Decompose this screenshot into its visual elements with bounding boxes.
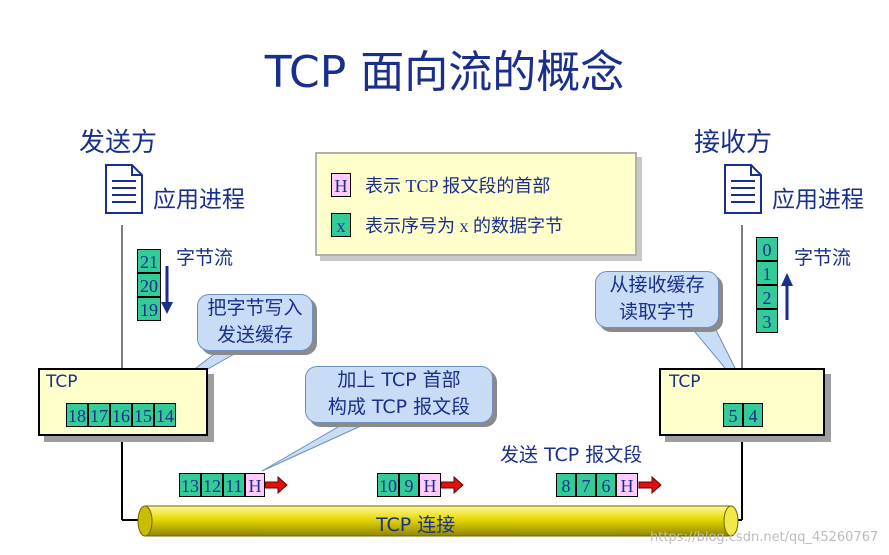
sender-tcp-label: TCP bbox=[46, 372, 78, 392]
bubble-line: 加上 TCP 首部 bbox=[337, 369, 461, 391]
receiver-recv-buffer: 5 4 bbox=[723, 403, 763, 427]
legend-byte-text: 表示序号为 x 的数据字节 bbox=[365, 216, 563, 236]
receiver-stream-label: 字节流 bbox=[794, 247, 852, 269]
tcp-connection-label: TCP 连接 bbox=[376, 514, 456, 536]
sender-tcp-box: TCP 18 17 16 15 14 bbox=[38, 368, 208, 436]
byte-cell: 17 bbox=[88, 403, 110, 427]
byte-cell: 14 bbox=[154, 403, 176, 427]
segment-header: H bbox=[245, 473, 265, 497]
tcp-segment-3: 8 7 6 H bbox=[556, 473, 638, 497]
byte-cell: 0 bbox=[756, 237, 778, 261]
byte-cell: 15 bbox=[132, 403, 154, 427]
segment-header: H bbox=[419, 473, 441, 497]
byte-cell: 5 bbox=[723, 403, 743, 427]
bubble-line: 构成 TCP 报文段 bbox=[327, 396, 471, 418]
byte-cell: 9 bbox=[399, 473, 419, 497]
byte-cell: 16 bbox=[110, 403, 132, 427]
receiver-document-icon bbox=[724, 164, 762, 214]
byte-cell: 19 bbox=[137, 297, 161, 321]
byte-cell: 21 bbox=[137, 249, 161, 273]
send-segment-label: 发送 TCP 报文段 bbox=[500, 444, 643, 466]
tcp-segment-2: 10 9 H bbox=[377, 473, 441, 497]
middle-bubble-tail bbox=[261, 419, 375, 472]
byte-symbol: x bbox=[331, 213, 351, 237]
byte-cell: 6 bbox=[596, 473, 616, 497]
byte-cell: 7 bbox=[576, 473, 596, 497]
byte-cell: 13 bbox=[179, 473, 201, 497]
header-symbol: H bbox=[331, 173, 351, 197]
receiver-heading: 接收方 bbox=[694, 128, 773, 158]
receiver-tcp-box: TCP 5 4 bbox=[659, 368, 825, 436]
receiver-tcp-label: TCP bbox=[669, 372, 701, 392]
bubble-line: 发送缓存 bbox=[216, 324, 293, 346]
sender-write-bubble: 把字节写入 发送缓存 bbox=[197, 294, 313, 351]
add-header-bubble: 加上 TCP 首部 构成 TCP 报文段 bbox=[305, 366, 493, 423]
byte-cell: 20 bbox=[137, 273, 161, 297]
segment-arrow-3 bbox=[638, 475, 662, 495]
receiver-process-label: 应用进程 bbox=[772, 187, 864, 213]
sender-byte-stream: 21 20 19 bbox=[137, 249, 161, 321]
bubble-line: 从接收缓存 bbox=[609, 274, 705, 296]
byte-cell: 2 bbox=[756, 285, 778, 309]
legend-header-text: 表示 TCP 报文段的首部 bbox=[365, 176, 551, 196]
legend-box: H 表示 TCP 报文段的首部 x 表示序号为 x 的数据字节 bbox=[315, 152, 637, 256]
legend-byte-row: x 表示序号为 x 的数据字节 bbox=[331, 212, 563, 238]
byte-cell: 1 bbox=[756, 261, 778, 285]
sender-document-icon bbox=[105, 164, 143, 214]
byte-cell: 4 bbox=[743, 403, 763, 427]
pipe-right-end bbox=[723, 505, 739, 537]
byte-cell: 12 bbox=[201, 473, 223, 497]
byte-cell: 10 bbox=[377, 473, 399, 497]
pipe-left-end bbox=[137, 505, 153, 537]
sender-stream-label: 字节流 bbox=[176, 247, 234, 269]
segment-header: H bbox=[616, 473, 638, 497]
page-title: TCP 面向流的概念 bbox=[264, 47, 625, 98]
tcp-segment-1: 13 12 11 H bbox=[179, 473, 265, 497]
segment-arrow-1 bbox=[264, 475, 288, 495]
byte-cell: 18 bbox=[66, 403, 88, 427]
byte-cell: 3 bbox=[756, 309, 778, 333]
byte-cell: 11 bbox=[223, 473, 245, 497]
segment-arrow-2 bbox=[440, 475, 464, 495]
legend-header-row: H 表示 TCP 报文段的首部 bbox=[331, 172, 550, 198]
byte-cell: 8 bbox=[556, 473, 576, 497]
sender-heading: 发送方 bbox=[79, 128, 158, 158]
bubble-line: 读取字节 bbox=[618, 301, 695, 323]
bubble-line: 把字节写入 bbox=[207, 297, 303, 319]
receiver-read-bubble: 从接收缓存 读取字节 bbox=[595, 271, 719, 328]
watermark: https://blog.csdn.net/qq_45260767 bbox=[650, 530, 879, 545]
sender-send-buffer: 18 17 16 15 14 bbox=[66, 403, 176, 427]
receiver-byte-stream: 0 1 2 3 bbox=[756, 237, 778, 333]
sender-process-label: 应用进程 bbox=[153, 187, 245, 213]
